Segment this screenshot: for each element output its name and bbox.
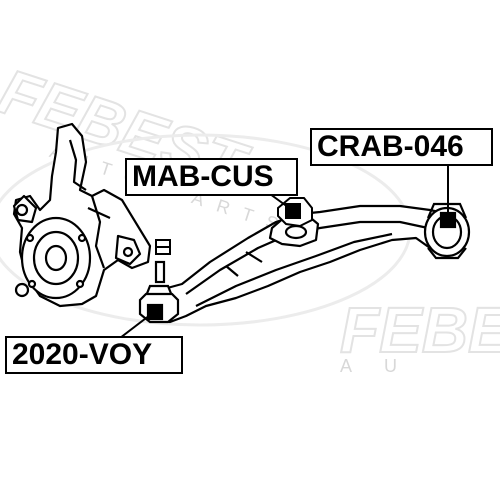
ball-joint-nut <box>155 239 171 255</box>
rear-bushing <box>423 202 471 260</box>
leader-mab <box>269 193 293 211</box>
ball-joint <box>138 260 180 324</box>
front-bushing <box>277 197 313 228</box>
callout-crab-046: CRAB-046 <box>310 128 493 166</box>
leader-voy <box>119 311 155 339</box>
svg-text:FEBE: FEBE <box>340 294 500 366</box>
callout-mab-cus: MAB-CUS <box>125 158 298 196</box>
callout-2020-voy: 2020-VOY <box>5 336 183 374</box>
svg-text:A U: A U <box>340 356 411 376</box>
steering-knuckle <box>12 122 152 308</box>
leader-lines <box>119 166 449 339</box>
